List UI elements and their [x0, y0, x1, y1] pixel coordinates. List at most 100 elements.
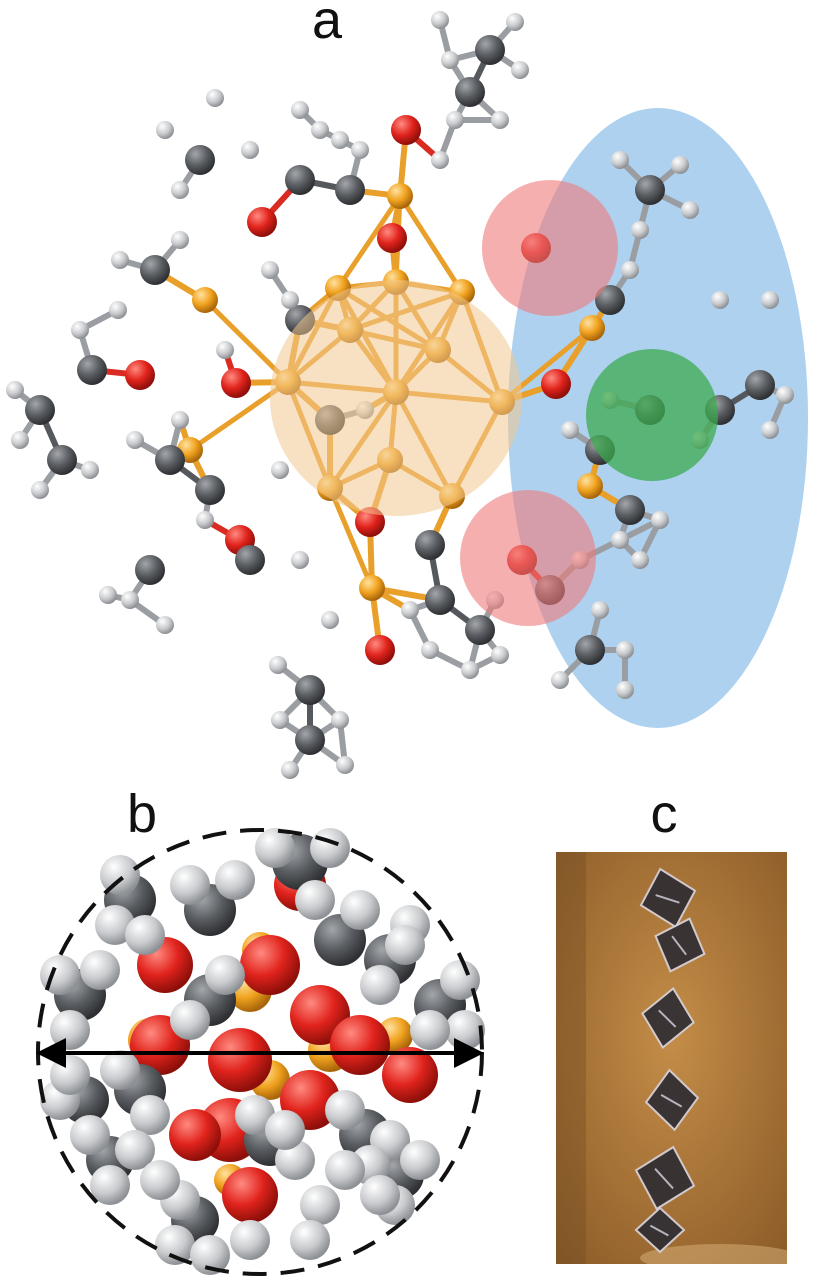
hydrogen-atom: [230, 1220, 270, 1260]
hydrogen-atom: [216, 341, 234, 359]
hydrogen-atom: [776, 386, 794, 404]
carbon-atom: [77, 355, 107, 385]
carbon-atom: [47, 445, 77, 475]
hydrogen-atom: [80, 950, 120, 990]
bond: [327, 485, 375, 591]
hydrogen-atom: [611, 531, 629, 549]
hydrogen-atom: [11, 431, 29, 449]
carbon-atom: [615, 495, 645, 525]
crystal-facet-highlight: [654, 1168, 674, 1190]
hydrogen-atom: [290, 1220, 330, 1260]
hydrogen-atom: [50, 1010, 90, 1050]
hydrogen-atom: [616, 641, 634, 659]
sulfur-highlight-green: [586, 349, 718, 481]
hydrogen-atom: [121, 591, 139, 609]
hydrogen-atom: [621, 261, 639, 279]
hydrogen-atom: [491, 646, 509, 664]
hydrogen-atom: [410, 1010, 450, 1050]
hydrogen-atom: [196, 511, 214, 529]
hydrogen-atom: [126, 431, 144, 449]
hydrogen-atom: [70, 1115, 110, 1155]
oxygen-highlight-upper: [482, 180, 618, 316]
oxygen-atom: [240, 935, 300, 995]
hydrogen-atom: [190, 1235, 230, 1275]
hydrogen-atom: [331, 711, 349, 729]
hydrogen-atom: [331, 131, 349, 149]
hydrogen-atom: [100, 1050, 140, 1090]
oxygen-atom: [365, 635, 395, 665]
hydrogen-atom: [551, 671, 569, 689]
carbon-atom: [295, 675, 325, 705]
hydrogen-atom: [401, 601, 419, 619]
gold-atom: [359, 575, 385, 601]
panel-a-ball-and-stick-model: [6, 11, 808, 779]
hydrogen-atom: [130, 1095, 170, 1135]
carbon-atom: [195, 475, 225, 505]
oxygen-atom: [382, 1047, 438, 1103]
gold-atom: [387, 183, 413, 209]
carbon-atom: [465, 615, 495, 645]
hydrogen-atom: [506, 13, 524, 31]
hydrogen-atom: [300, 1185, 340, 1225]
carbon-atom: [295, 725, 325, 755]
hydrogen-atom: [616, 681, 634, 699]
hydrogen-atom: [206, 89, 224, 107]
gold-atom: [192, 287, 218, 313]
hydrogen-atom: [215, 860, 255, 900]
hydrogen-atom: [511, 61, 529, 79]
hydrogen-atom: [90, 1165, 130, 1205]
carbon-atom: [595, 285, 625, 315]
hydrogen-atom: [235, 1095, 275, 1135]
hydrogen-atom: [171, 181, 189, 199]
hydrogen-atom: [81, 461, 99, 479]
diameter-arrowhead-left: [36, 1038, 66, 1068]
hydrogen-atom: [170, 1000, 210, 1040]
atom-set: [6, 11, 794, 779]
hydrogen-atom: [325, 1090, 365, 1130]
crystal-set: [634, 867, 706, 1254]
oxygen-atom: [169, 1109, 221, 1161]
hydrogen-atom: [6, 381, 24, 399]
hydrogen-atom: [651, 511, 669, 529]
hydrogen-atom: [31, 481, 49, 499]
hydrogen-atom: [671, 156, 689, 174]
gold-atom: [577, 473, 603, 499]
carbon-atom: [475, 35, 505, 65]
hydrogen-atom: [241, 141, 259, 159]
panel-label-b: b: [127, 784, 157, 844]
hydrogen-atom: [171, 411, 189, 429]
carbon-atom: [135, 555, 165, 585]
carbon-atom: [425, 585, 455, 615]
hydrogen-atom: [631, 221, 649, 239]
hydrogen-atom: [281, 761, 299, 779]
hydrogen-atom: [205, 955, 245, 995]
hydrogen-atom: [400, 1140, 440, 1180]
hydrogen-atom: [170, 865, 210, 905]
carbon-atom: [635, 175, 665, 205]
oxygen-atom: [208, 1028, 272, 1092]
crystal-facet-highlight: [658, 1009, 677, 1028]
crystal-facet-highlight: [671, 935, 687, 956]
carbon-atom: [575, 635, 605, 665]
hydrogen-atom: [491, 111, 509, 129]
metal-core-highlight: [270, 280, 522, 516]
hydrogen-atom: [311, 121, 329, 139]
carbon-atom: [745, 370, 775, 400]
crystal-facet-highlight: [655, 894, 680, 904]
panel-label-a: a: [312, 0, 343, 50]
hydrogen-atom: [310, 828, 350, 868]
carbon-atom: [415, 530, 445, 560]
hydrogen-atom: [385, 925, 425, 965]
hydrogen-atom: [360, 965, 400, 1005]
hydrogen-atom: [360, 1175, 400, 1215]
oxygen-atom: [222, 1167, 278, 1223]
hydrogen-atom: [271, 461, 289, 479]
panel-b-space-filling-model: [36, 828, 485, 1276]
hydrogen-atom: [291, 101, 309, 119]
hydrogen-atom: [681, 201, 699, 219]
gold-atom: [579, 315, 605, 341]
crystal: [634, 1145, 696, 1211]
hydrogen-atom: [269, 656, 287, 674]
crystal-facet-highlight: [649, 1224, 669, 1237]
hydrogen-atom: [591, 601, 609, 619]
